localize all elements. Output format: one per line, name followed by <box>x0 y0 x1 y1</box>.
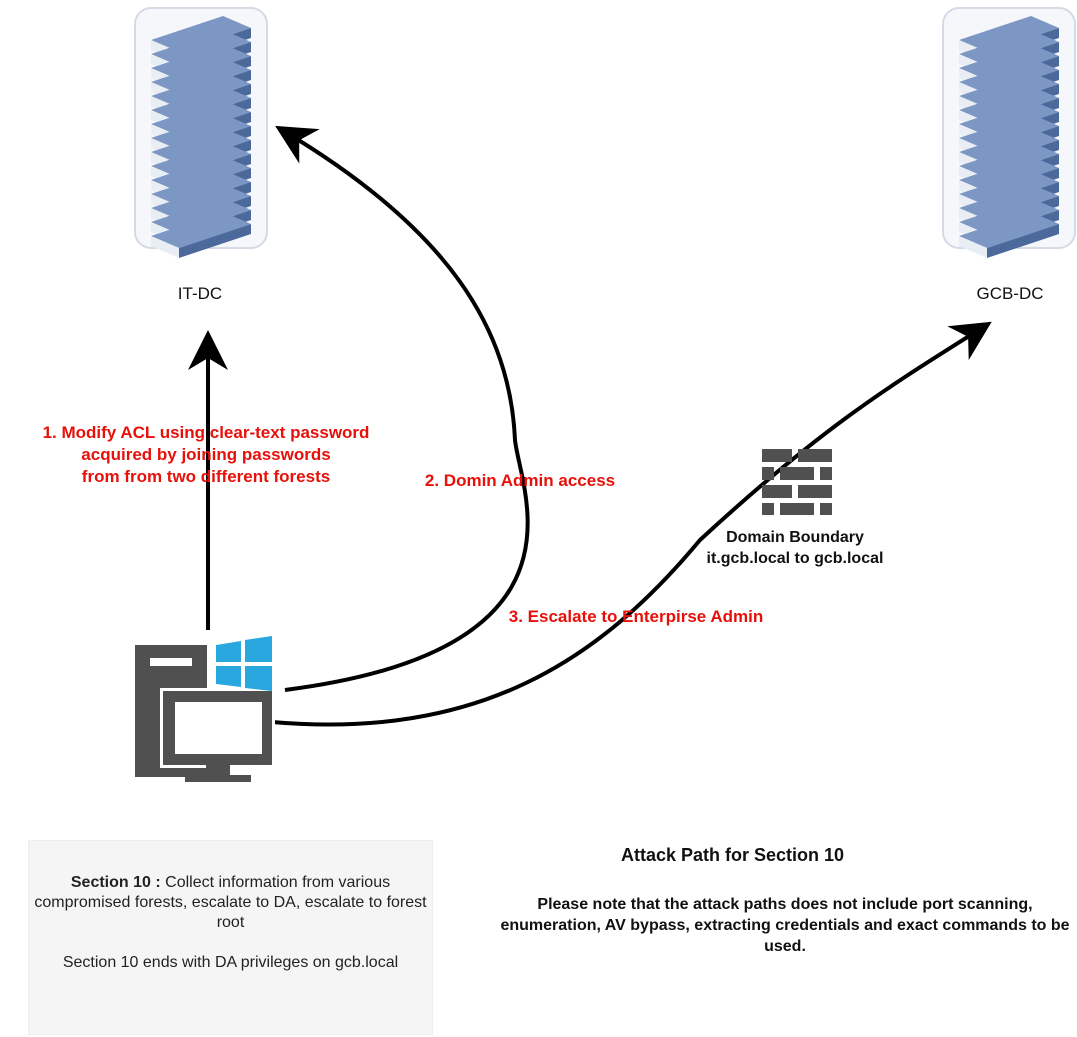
boundary-line2: it.gcb.local to gcb.local <box>706 550 884 567</box>
it-dc-label: IT-DC <box>177 284 223 303</box>
step3-label: 3. Escalate to Enterpirse Admin <box>508 607 764 626</box>
it-dc-server-icon <box>134 7 268 258</box>
domain-boundary-label: Domain Boundary it.gcb.local to gcb.loca… <box>670 527 920 569</box>
note-heading: Section 10 : <box>70 874 161 891</box>
disclaimer-text: Please note that the attack paths does n… <box>500 896 1070 955</box>
boundary-line1: Domain Boundary <box>726 529 864 546</box>
edge-step2 <box>275 125 530 692</box>
note-text: Collect information from various comprom… <box>34 874 427 931</box>
step1-label: 1. Modify ACL using clear-text password … <box>42 423 370 486</box>
edge-step3 <box>271 321 992 727</box>
gcb-dc-server-icon <box>942 7 1076 258</box>
windows-logo-icon <box>216 636 272 691</box>
gcb-dc-label: GCB-DC <box>976 284 1044 303</box>
step2-label: 2. Domin Admin access <box>424 471 616 490</box>
section-note: Section 10 : Collect information from va… <box>28 840 433 1035</box>
firewall-icon <box>762 449 832 515</box>
windows-workstation-icon <box>135 636 275 782</box>
note-ending: Section 10 ends with DA privileges on gc… <box>62 954 399 971</box>
page-title: Attack Path for Section 10 <box>620 845 845 865</box>
